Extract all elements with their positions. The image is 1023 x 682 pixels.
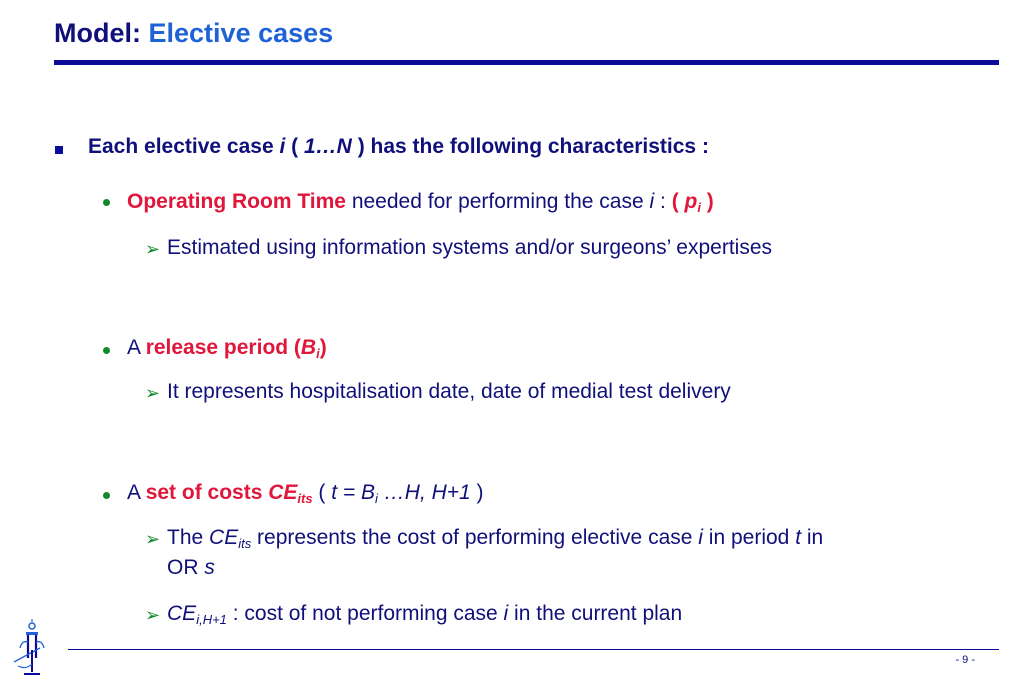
text: i,H+1: [196, 612, 227, 627]
institution-logo-icon: [13, 619, 45, 675]
bullet-characteristics: Each elective case i ( 1…N ) has the fol…: [88, 135, 709, 159]
text: OR: [167, 556, 205, 579]
text: :: [654, 190, 672, 213]
text: t = B: [331, 481, 376, 504]
text: release period (: [145, 336, 301, 359]
text: A: [127, 481, 146, 504]
text: i: [649, 190, 655, 213]
slide-title: Model: Elective cases: [54, 18, 333, 49]
text: A: [127, 336, 146, 359]
text: Each elective case: [88, 135, 280, 158]
text: represents the cost of performing electi…: [251, 526, 699, 549]
costs-detail-line1: The CEits represents the cost of perform…: [167, 526, 823, 550]
text: its: [297, 491, 313, 506]
text: CE: [268, 481, 298, 504]
text: in the current plan: [508, 602, 683, 625]
arrow-bullet-icon: ➢: [145, 529, 161, 549]
arrow-bullet-icon: ➢: [145, 605, 161, 625]
text: : cost of not performing case: [226, 602, 504, 625]
text: 1…N: [304, 135, 352, 158]
or-time-detail: Estimated using information systems and/…: [167, 236, 773, 259]
arrow-bullet-icon: ➢: [145, 239, 161, 259]
text: ): [700, 190, 714, 213]
square-bullet-icon: [55, 146, 63, 154]
bullet-release-period: A release period (Bi): [127, 336, 327, 360]
text: i: [316, 346, 320, 361]
title-underline: [54, 60, 999, 65]
dot-bullet-icon: [103, 199, 110, 206]
bullet-or-time: Operating Room Time needed for performin…: [127, 190, 714, 214]
text: CE: [167, 602, 197, 625]
text: p: [684, 190, 698, 213]
title-prefix: Model:: [54, 18, 141, 48]
text: t: [795, 526, 802, 549]
dot-bullet-icon: [103, 347, 110, 354]
text: ): [470, 481, 484, 504]
release-detail: It represents hospitalisation date, date…: [167, 380, 731, 403]
text: The: [167, 526, 210, 549]
page-number: - 9 -: [955, 654, 975, 666]
text: i: [503, 602, 509, 625]
text: ) has the following characteristics :: [351, 135, 709, 158]
text: in period: [702, 526, 796, 549]
bullet-set-of-costs: A set of costs CEits ( t = Bi …H, H+1 ): [127, 481, 484, 505]
costs-detail-not-performing: CEi,H+1 : cost of not performing case i …: [167, 602, 682, 626]
text: i: [697, 200, 701, 215]
text: (: [285, 135, 304, 158]
text: Operating Room Time: [127, 190, 346, 213]
footer-rule: [68, 649, 999, 650]
text: B: [300, 336, 317, 359]
text: s: [204, 556, 215, 579]
text: i: [698, 526, 703, 549]
text: CE: [209, 526, 239, 549]
text: i: [375, 491, 378, 506]
text: (: [671, 190, 685, 213]
text: …H, H+1: [377, 481, 471, 504]
text: set of costs: [145, 481, 269, 504]
text: in: [801, 526, 824, 549]
text: i: [279, 135, 286, 158]
costs-detail-line2: OR s: [167, 556, 215, 580]
text: its: [238, 536, 252, 551]
arrow-bullet-icon: ➢: [145, 383, 161, 403]
dot-bullet-icon: [103, 492, 110, 499]
text: (: [312, 481, 332, 504]
text: needed for performing the case: [345, 190, 650, 213]
title-accent: Elective cases: [148, 18, 334, 48]
text: ): [319, 336, 327, 359]
